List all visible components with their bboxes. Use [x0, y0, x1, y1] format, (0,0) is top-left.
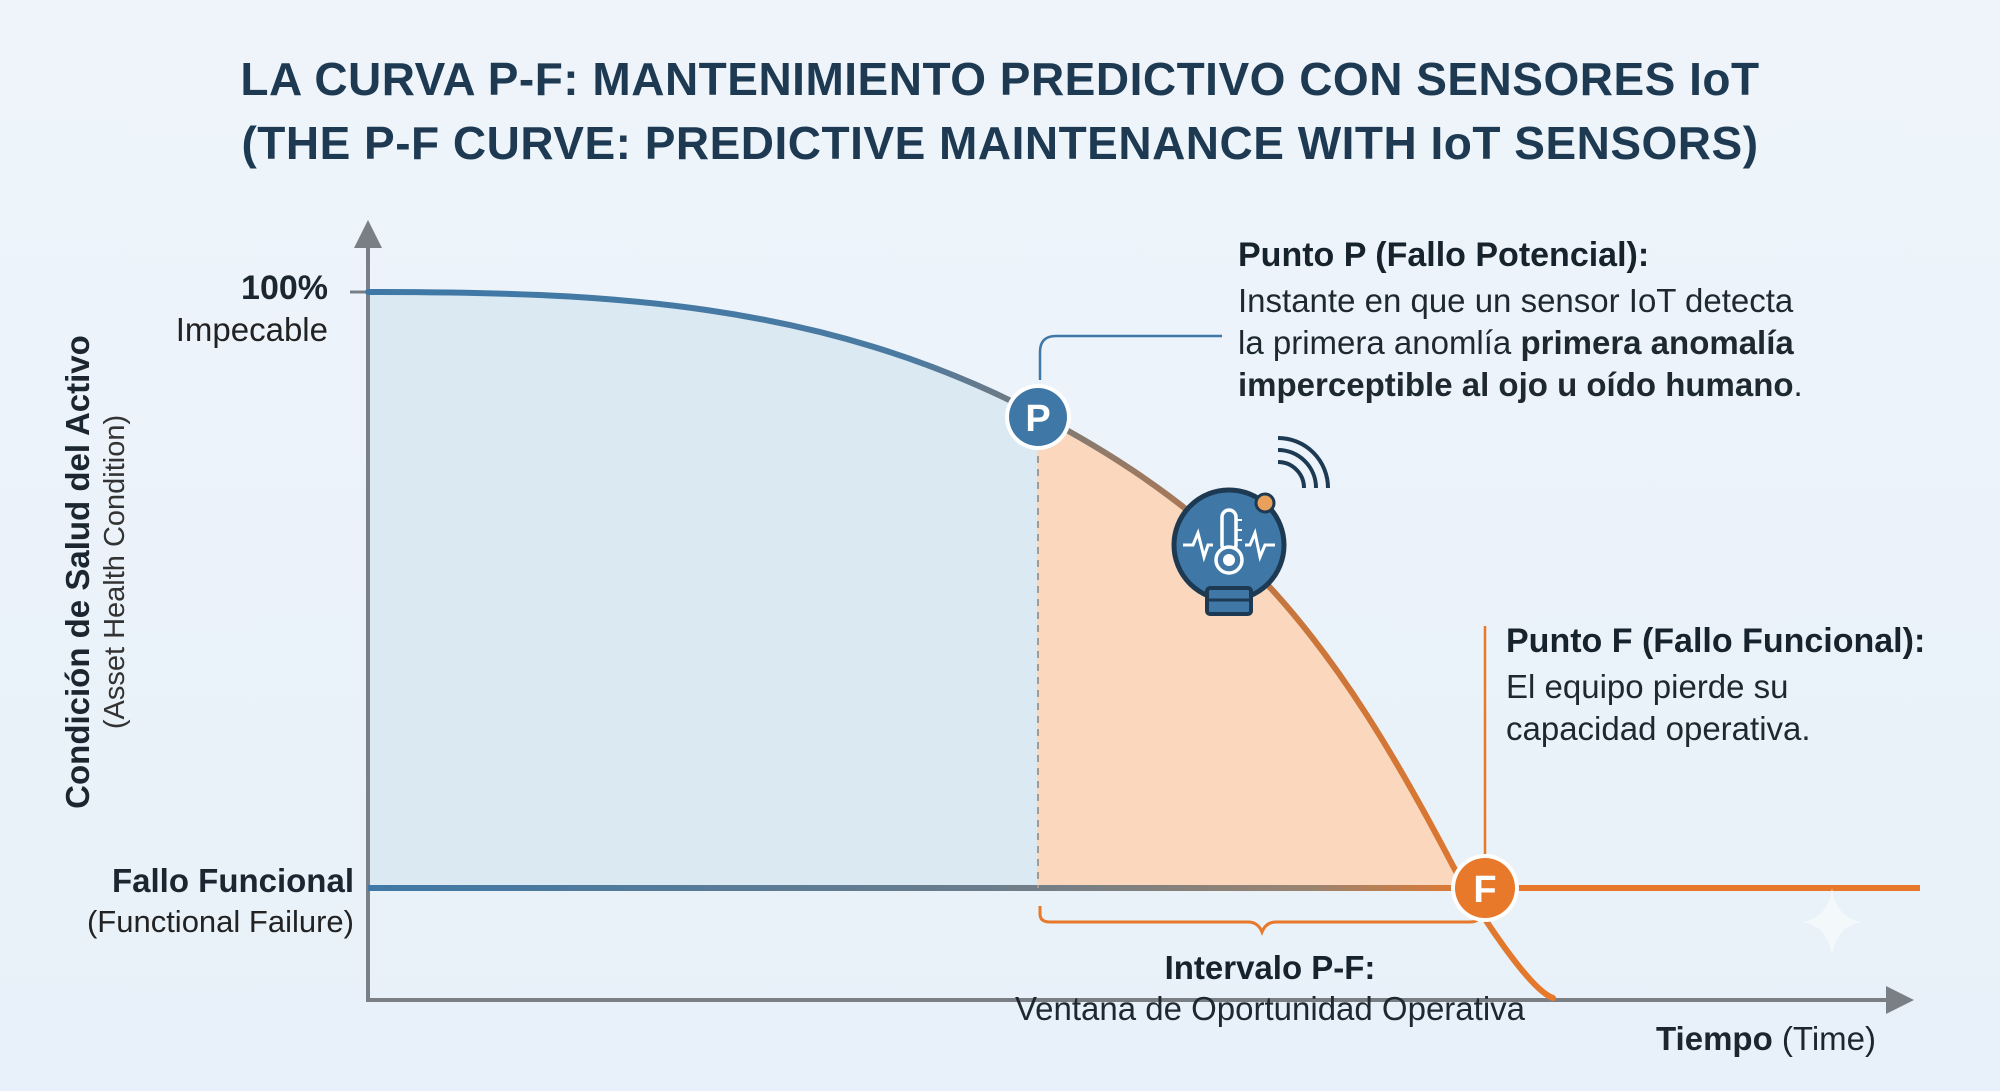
point-f-title: Punto F (Fallo Funcional):	[1506, 622, 1926, 660]
point-f-annotation: Punto F (Fallo Funcional): El equipo pie…	[1506, 621, 1925, 750]
p-leader-line	[1038, 334, 1222, 380]
point-f-marker[interactable]: F	[1451, 854, 1519, 922]
pf-interval-region	[1037, 414, 1466, 888]
y-failure-label: Fallo Funcional	[111, 862, 354, 899]
iot-thermometer-sensor-icon	[1171, 436, 1330, 616]
title-line-2: (THE P-F CURVE: PREDICTIVE MAINTENANCE W…	[241, 117, 1759, 169]
point-p-marker[interactable]: P	[1005, 384, 1071, 450]
svg-text:P: P	[1025, 398, 1050, 440]
point-p-line3: imperceptible al ojo u oído humano.	[1238, 365, 1803, 403]
point-p-line2: la primera anomlía primera anomalía	[1238, 323, 1794, 361]
point-f-line2: capacidad operativa.	[1506, 709, 1811, 747]
point-p-annotation: Punto P (Fallo Potencial): Instante en q…	[1238, 235, 1803, 406]
pf-interval-title: Intervalo P-F:	[1164, 949, 1376, 986]
point-p-title: Punto P (Fallo Potencial):	[1238, 236, 1650, 274]
y-axis-title-main: Condición de Salud del Activo	[58, 335, 96, 809]
x-axis-arrow	[1886, 986, 1914, 1014]
y-axis-arrow	[354, 220, 382, 248]
svg-text:F: F	[1473, 869, 1496, 911]
title-line-1: LA CURVA P-F: MANTENIMIENTO PREDICTIVO C…	[240, 53, 1760, 105]
y-failure-label-en: (Functional Failure)	[86, 904, 354, 939]
pf-interval-label: Intervalo P-F: Ventana de Oportunidad Op…	[1015, 948, 1525, 1030]
healthy-region	[368, 292, 1037, 888]
pf-interval-bracket	[1038, 906, 1482, 937]
point-p-line1: Instante en que un sensor IoT detecta	[1238, 281, 1794, 319]
pf-interval-subtitle: Ventana de Oportunidad Operativa	[1014, 989, 1526, 1027]
y-axis-title-sub: (Asset Health Condition)	[98, 414, 131, 730]
x-axis-title: Tiempo (Time)	[1655, 1020, 1876, 1057]
point-f-line1: El equipo pierde su	[1506, 667, 1789, 705]
y-top-value: 100%	[241, 269, 328, 307]
y-top-label: Impecable	[175, 311, 328, 348]
sparkle-icon	[1802, 888, 1862, 956]
